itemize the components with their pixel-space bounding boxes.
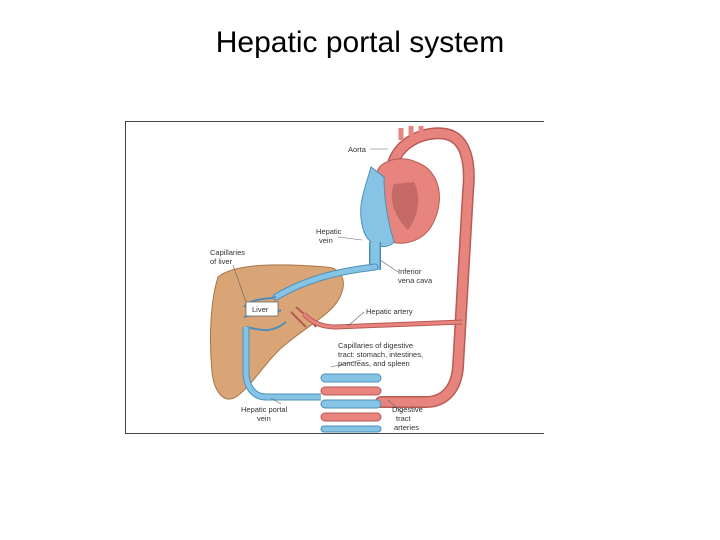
label-aorta: Aorta <box>348 145 367 154</box>
vena-cava <box>360 166 395 248</box>
label-digestive-arteries: Digestive tract arteries <box>392 405 425 432</box>
digestive-capillaries <box>320 373 382 433</box>
label-hepatic-vein: Hepatic vein <box>316 227 344 245</box>
diagram-svg: Aorta Hepatic vein Capillaries of liver … <box>209 126 475 433</box>
label-capillaries-digestive: Capillaries of digestive tract: stomach,… <box>338 341 425 368</box>
label-inferior-vena-cava: Inferior vena cava <box>398 267 433 285</box>
label-capillaries-liver: Capillaries of liver <box>210 248 247 266</box>
label-hepatic-artery: Hepatic artery <box>366 307 413 316</box>
liver-label-box <box>245 301 279 317</box>
hepatic-portal-diagram: Aorta Hepatic vein Capillaries of liver … <box>125 121 544 434</box>
label-hepatic-portal-vein: Hepatic portal vein <box>241 405 289 423</box>
slide-title: Hepatic portal system <box>215 26 505 59</box>
label-liver: Liver <box>252 305 269 314</box>
